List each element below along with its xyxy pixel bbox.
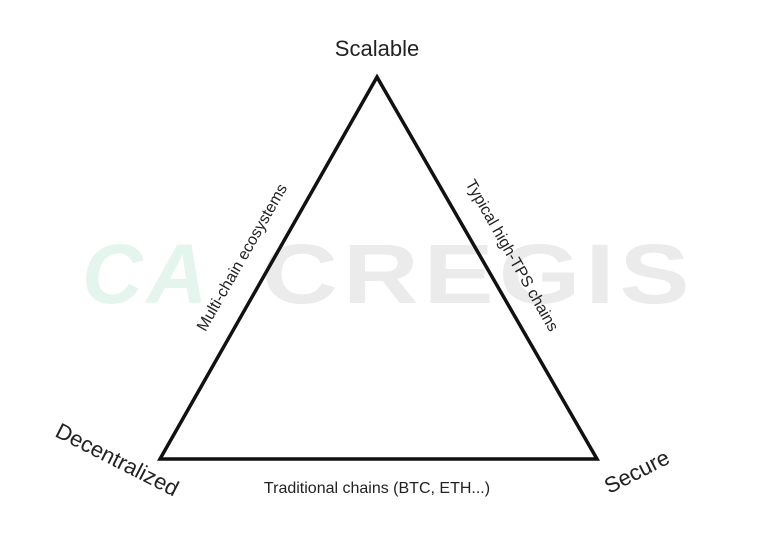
edge-label-bottom: Traditional chains (BTC, ETH...) (263, 480, 491, 497)
watermark-text: CREGIS (262, 227, 695, 321)
vertex-scalable: Scalable (334, 36, 420, 61)
watermark-logo: CA (82, 227, 212, 321)
